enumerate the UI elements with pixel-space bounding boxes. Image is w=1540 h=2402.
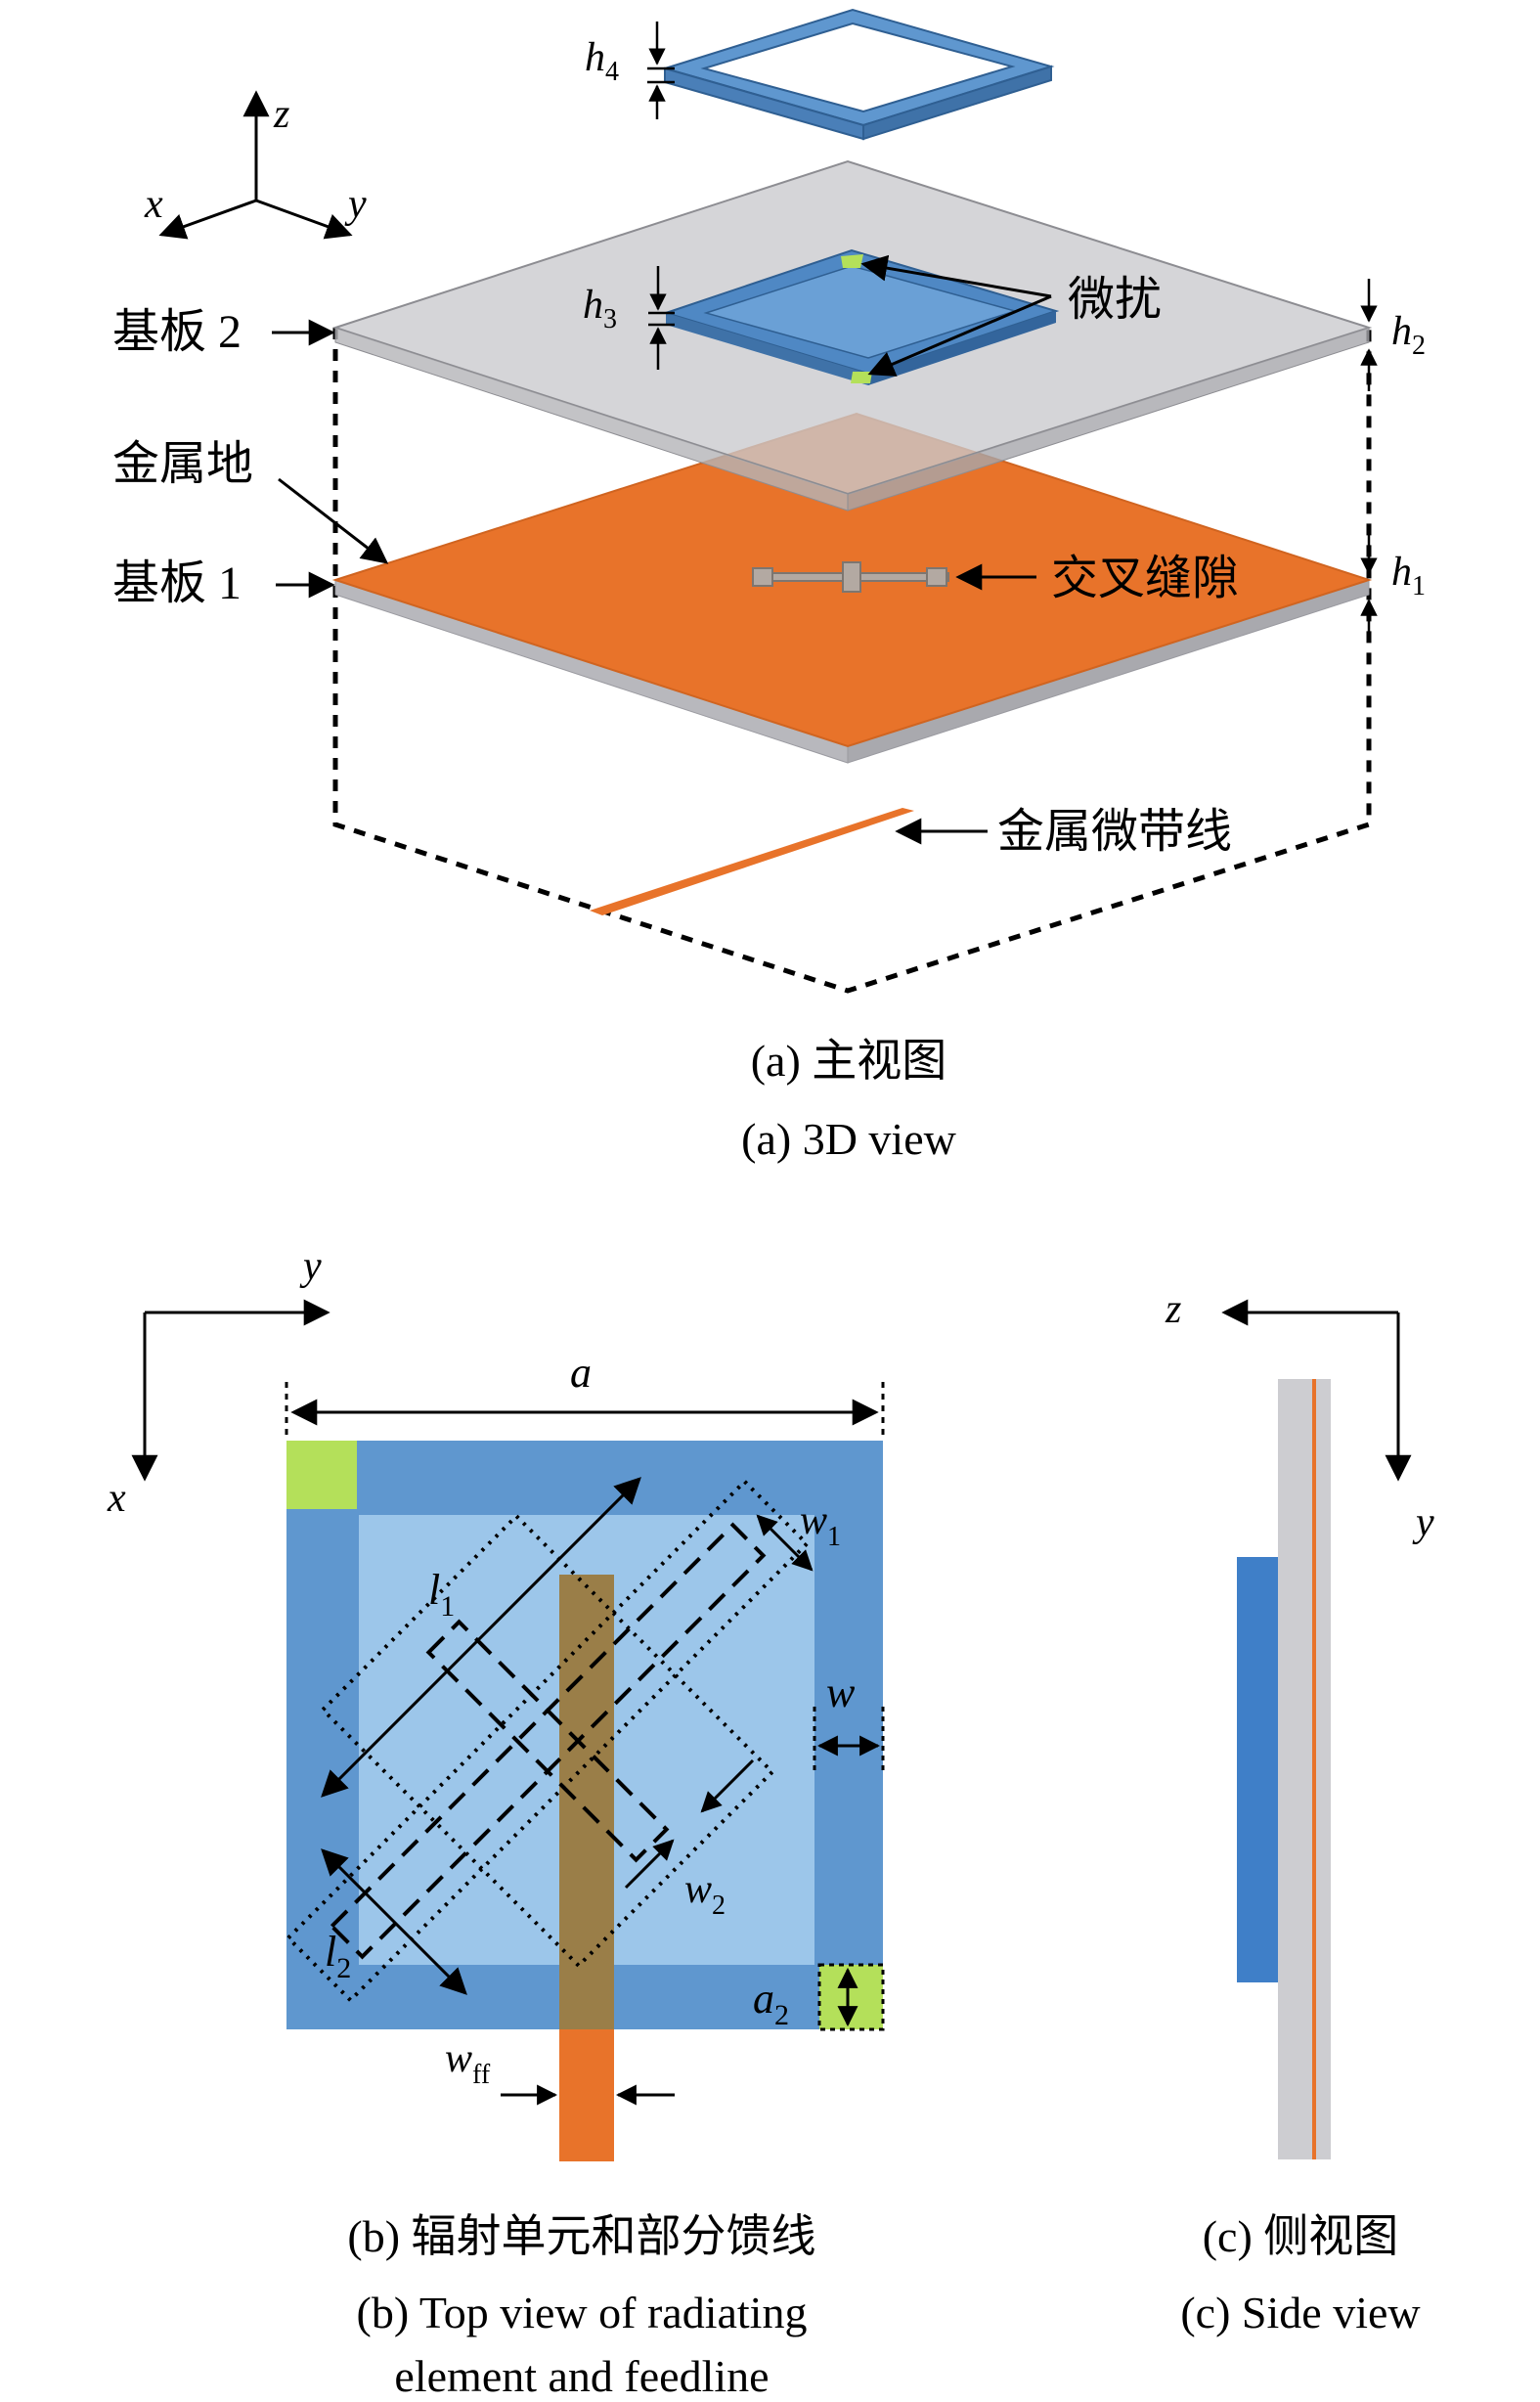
y-axis-label: y	[344, 182, 367, 227]
caption-b-en-line2: element and feedline	[394, 2351, 769, 2401]
w2-label: w2	[684, 1867, 726, 1921]
w1-label: w1	[800, 1498, 841, 1552]
ground-arrow	[278, 477, 389, 564]
side-y-axis-label: y	[1412, 1500, 1434, 1545]
panel-side-view: z y (c) 侧视图 (c) Side view	[1165, 1287, 1434, 2337]
w1-dimension	[756, 1514, 814, 1572]
a-dimension	[285, 1382, 885, 1438]
l2-label: l2	[325, 1928, 351, 1984]
x-axis-arrow	[158, 199, 257, 240]
h1-label: h1	[1391, 550, 1426, 601]
caption-c-en: (c) Side view	[1180, 2288, 1421, 2337]
w2-dimension-in	[700, 1758, 755, 1813]
l1-label: l1	[428, 1566, 455, 1623]
microstrip-feedline	[590, 808, 914, 915]
side-substrate-1	[1316, 1379, 1331, 2159]
caption-b-en-line1: (b) Top view of radiating	[357, 2288, 808, 2337]
caption-c-cn: (c) 侧视图	[1203, 2211, 1399, 2261]
h4-dimension	[647, 22, 675, 119]
substrate1-label: 基板 1	[112, 557, 242, 609]
h3-dimension	[648, 266, 675, 370]
a-label: a	[570, 1349, 592, 1397]
corner-perturbation-top-left	[286, 1441, 357, 1509]
cross-slot-label: 交叉缝隙	[1051, 553, 1239, 604]
w-dimension	[813, 1707, 885, 1770]
l1-dimension	[321, 1477, 641, 1798]
caption-b-cn: (b) 辐射单元和部分馈线	[347, 2211, 815, 2261]
wff-label: wff	[445, 2036, 491, 2090]
cross-slot	[752, 561, 949, 593]
h4-label: h4	[585, 35, 619, 87]
panel-top-view: y x a l1 l2 w1	[107, 1244, 885, 2401]
panel-3d-view: z x y h4	[112, 8, 1426, 1164]
w-label: w	[826, 1668, 856, 1716]
z-axis-label: z	[273, 92, 289, 137]
top-x-axis-label: x	[107, 1476, 126, 1521]
side-substrate-2	[1278, 1379, 1313, 2159]
x-axis-label: x	[144, 182, 163, 227]
a2-label: a2	[753, 1975, 789, 2031]
top-ring-patch	[661, 8, 1055, 141]
side-ground-line	[1312, 1379, 1316, 2159]
perturbation-top	[841, 254, 863, 268]
ground-label: 金属地	[112, 438, 253, 490]
perturbation-bottom	[851, 372, 872, 383]
caption-a-en: (a) 3D view	[741, 1114, 956, 1164]
w2-dimension-out	[624, 1839, 675, 1890]
perturbation-arrows	[860, 254, 1052, 377]
h2-label: h2	[1391, 309, 1426, 361]
axes-3d	[158, 90, 353, 240]
microstrip-label: 金属微带线	[997, 806, 1232, 858]
a2-dimension	[817, 1963, 885, 2031]
radiating-patch-3d	[662, 248, 1060, 385]
corner-perturbation-bottom-right	[819, 1965, 883, 2029]
l2-dimension	[321, 1848, 467, 1995]
feedline	[559, 2029, 614, 2161]
projection-dashes	[332, 328, 1372, 994]
feedline-overlap	[559, 1575, 614, 2029]
side-patch	[1237, 1557, 1278, 1982]
substrate2-label: 基板 2	[112, 306, 242, 358]
side-z-axis-label: z	[1165, 1287, 1181, 1332]
axes-top-view	[131, 1299, 330, 1482]
caption-a-cn: (a) 主视图	[751, 1036, 947, 1086]
perturbation-label: 微扰	[1068, 274, 1162, 326]
y-axis-arrow	[255, 199, 353, 240]
top-y-axis-label: y	[299, 1244, 322, 1289]
h3-label: h3	[583, 283, 617, 334]
axes-side-view	[1221, 1299, 1412, 1482]
